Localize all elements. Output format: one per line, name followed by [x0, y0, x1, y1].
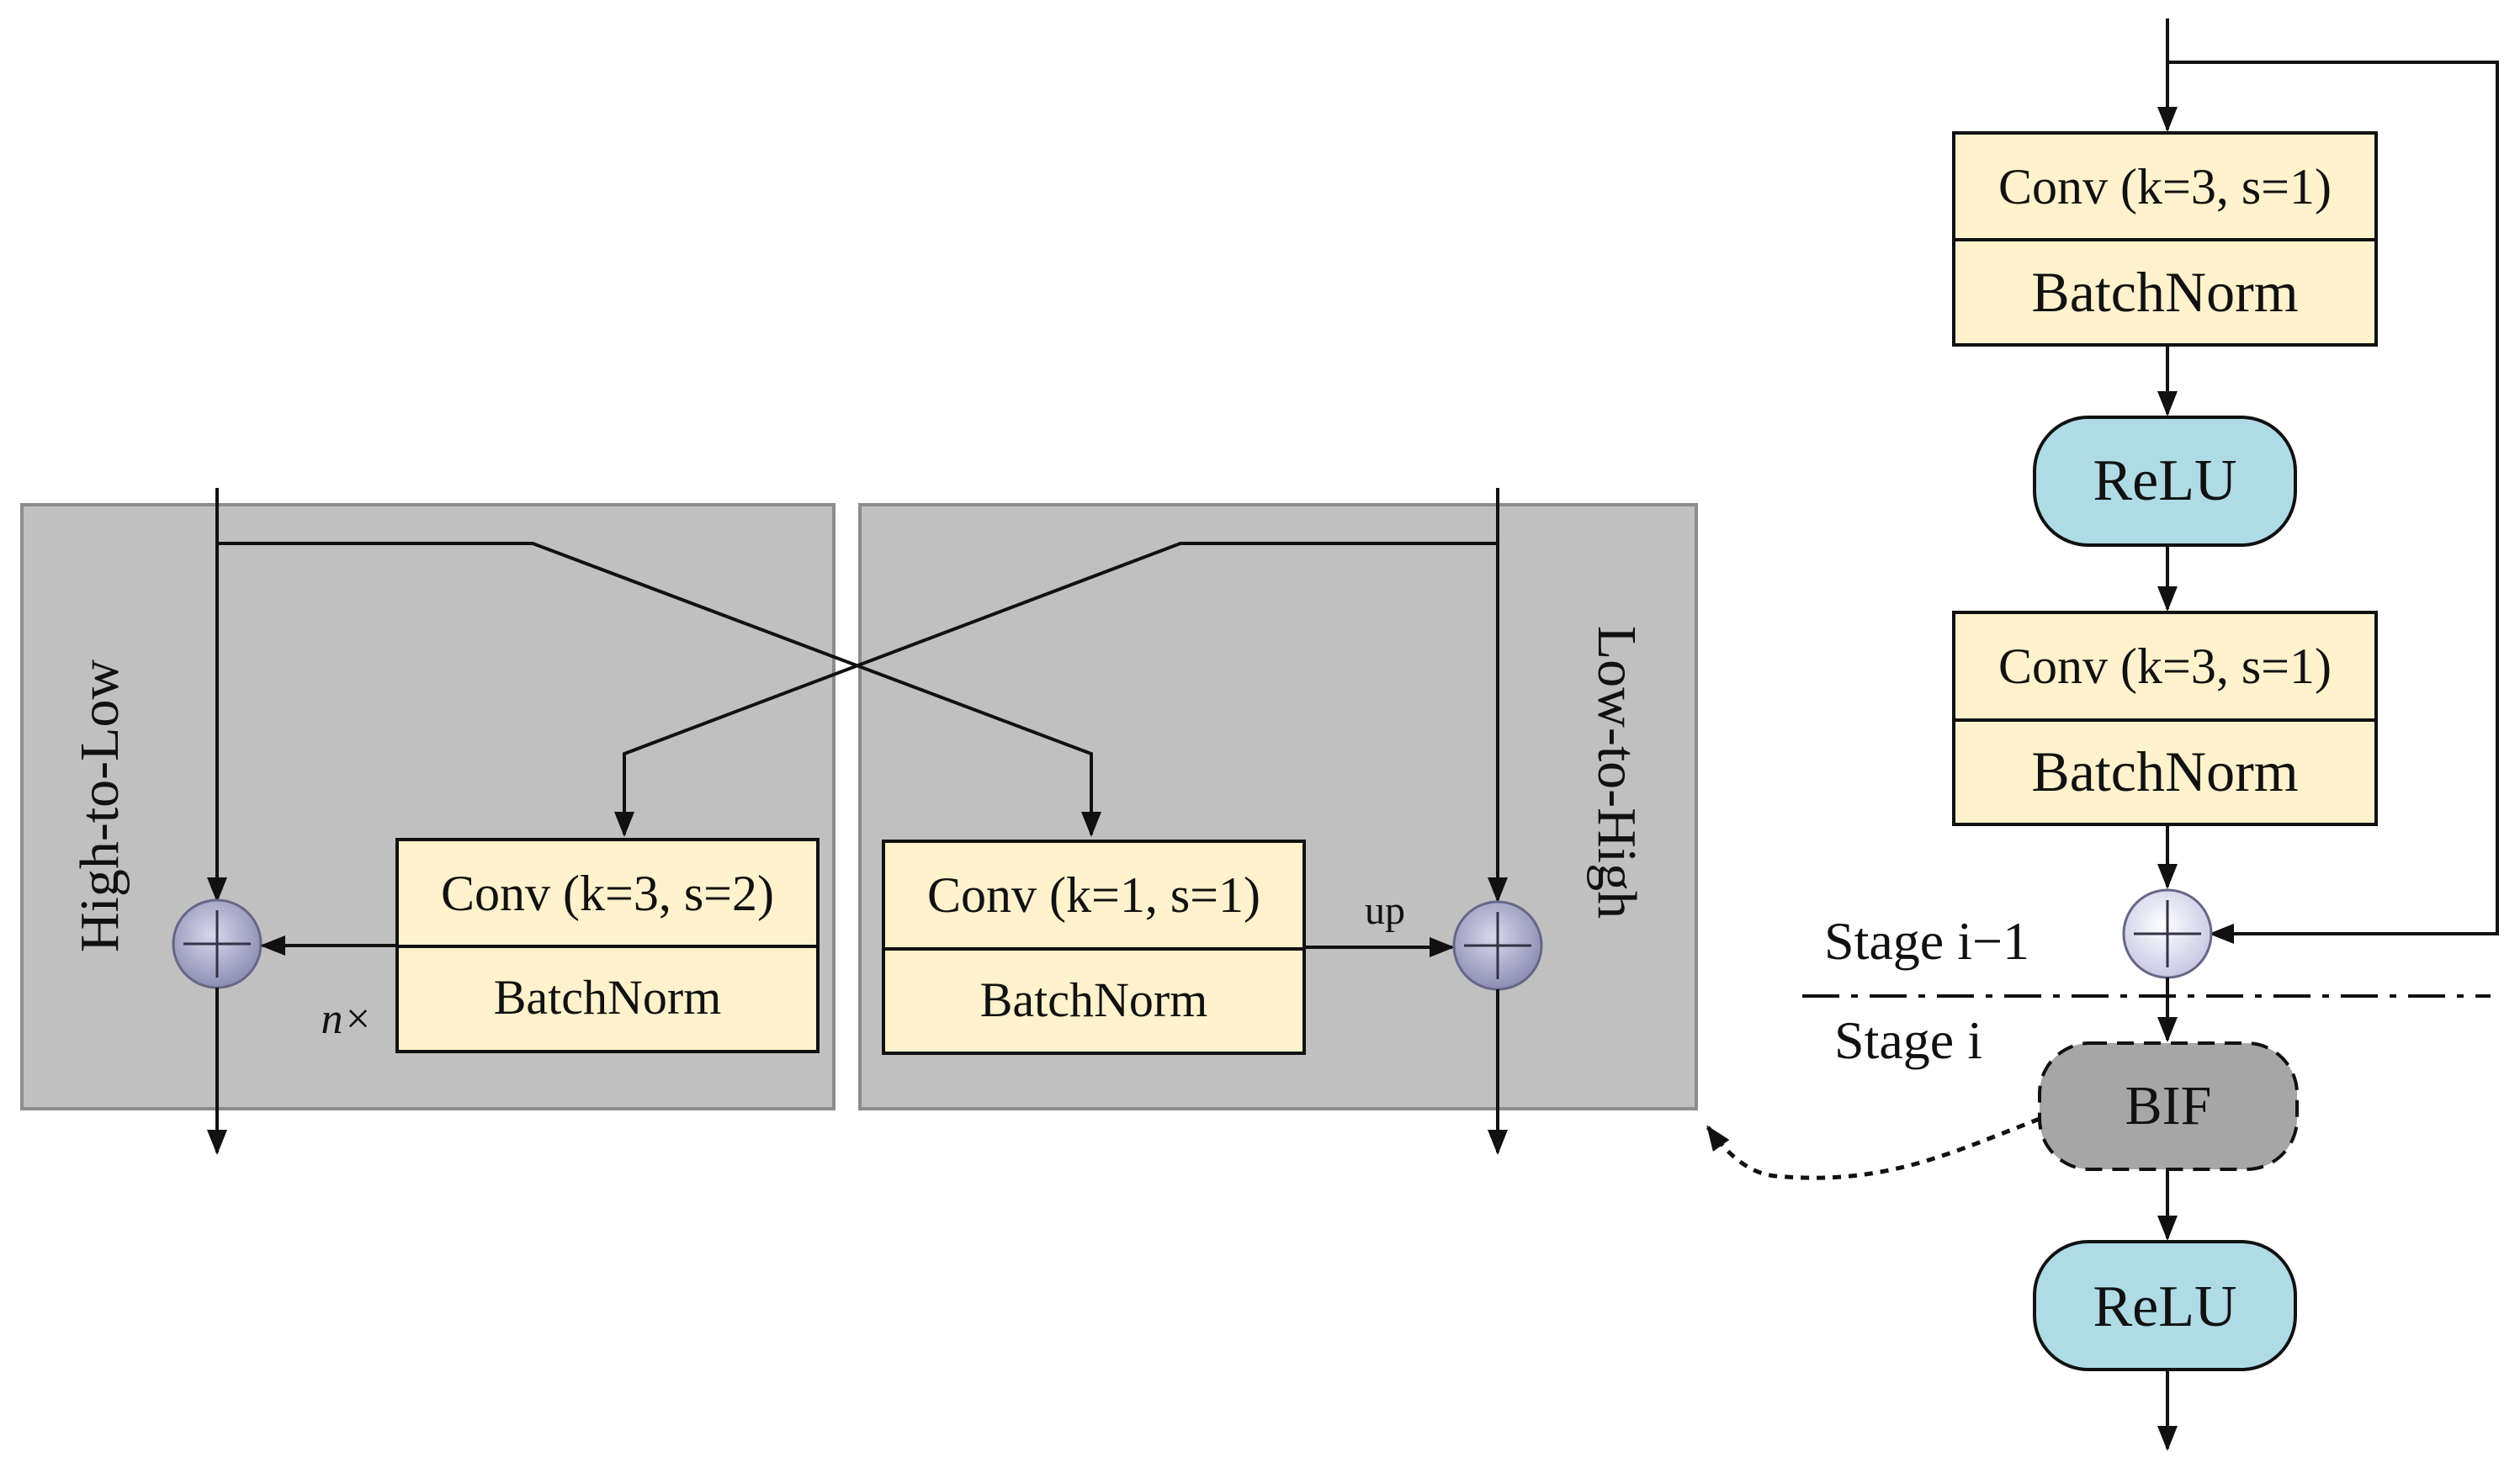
conv-block-1: Conv (k=3, s=1) BatchNorm: [1952, 131, 2378, 347]
conv-block-k1-s1: Conv (k=1, s=1) BatchNorm: [882, 840, 1306, 1055]
stage-prev-label: Stage i−1: [1824, 911, 2029, 971]
relu2-label: ReLU: [2093, 1274, 2236, 1339]
relu-node-1: ReLU: [2033, 416, 2297, 547]
block2-conv-label: Conv (k=3, s=1): [1998, 638, 2332, 694]
relu-node-2: ReLU: [2033, 1240, 2297, 1371]
low-to-high-label: Low-to-High: [1586, 626, 1647, 919]
cross-connections: [207, 488, 1508, 903]
bif-node: BIF: [2038, 1041, 2299, 1171]
batchnorm-label-middle: BatchNorm: [980, 972, 1208, 1027]
conv-k3-s2-label: Conv (k=3, s=2): [441, 866, 774, 921]
up-label: up: [1365, 888, 1405, 933]
sum-node-right: [2122, 888, 2213, 979]
stage-curr-label: Stage i: [1834, 1010, 1982, 1070]
bif-expansion-link: [1706, 1116, 2040, 1180]
conv-block-k3-s2: Conv (k=3, s=2) BatchNorm: [395, 838, 820, 1053]
conv-block-2: Conv (k=3, s=1) BatchNorm: [1952, 611, 2378, 826]
repeat-label: n×: [321, 995, 372, 1043]
sum-node-middle: [1452, 900, 1543, 991]
high-to-low-label: High-to-Low: [69, 660, 130, 953]
relu1-label: ReLU: [2093, 448, 2236, 513]
sum-node-left: [172, 898, 263, 989]
block1-batchnorm-label: BatchNorm: [2031, 260, 2298, 324]
conv-k1-s1-label: Conv (k=1, s=1): [927, 867, 1260, 923]
block2-batchnorm-label: BatchNorm: [2031, 739, 2298, 803]
bif-label: BIF: [2125, 1075, 2212, 1137]
block1-conv-label: Conv (k=3, s=1): [1998, 159, 2332, 215]
batchnorm-label-left: BatchNorm: [494, 970, 722, 1025]
